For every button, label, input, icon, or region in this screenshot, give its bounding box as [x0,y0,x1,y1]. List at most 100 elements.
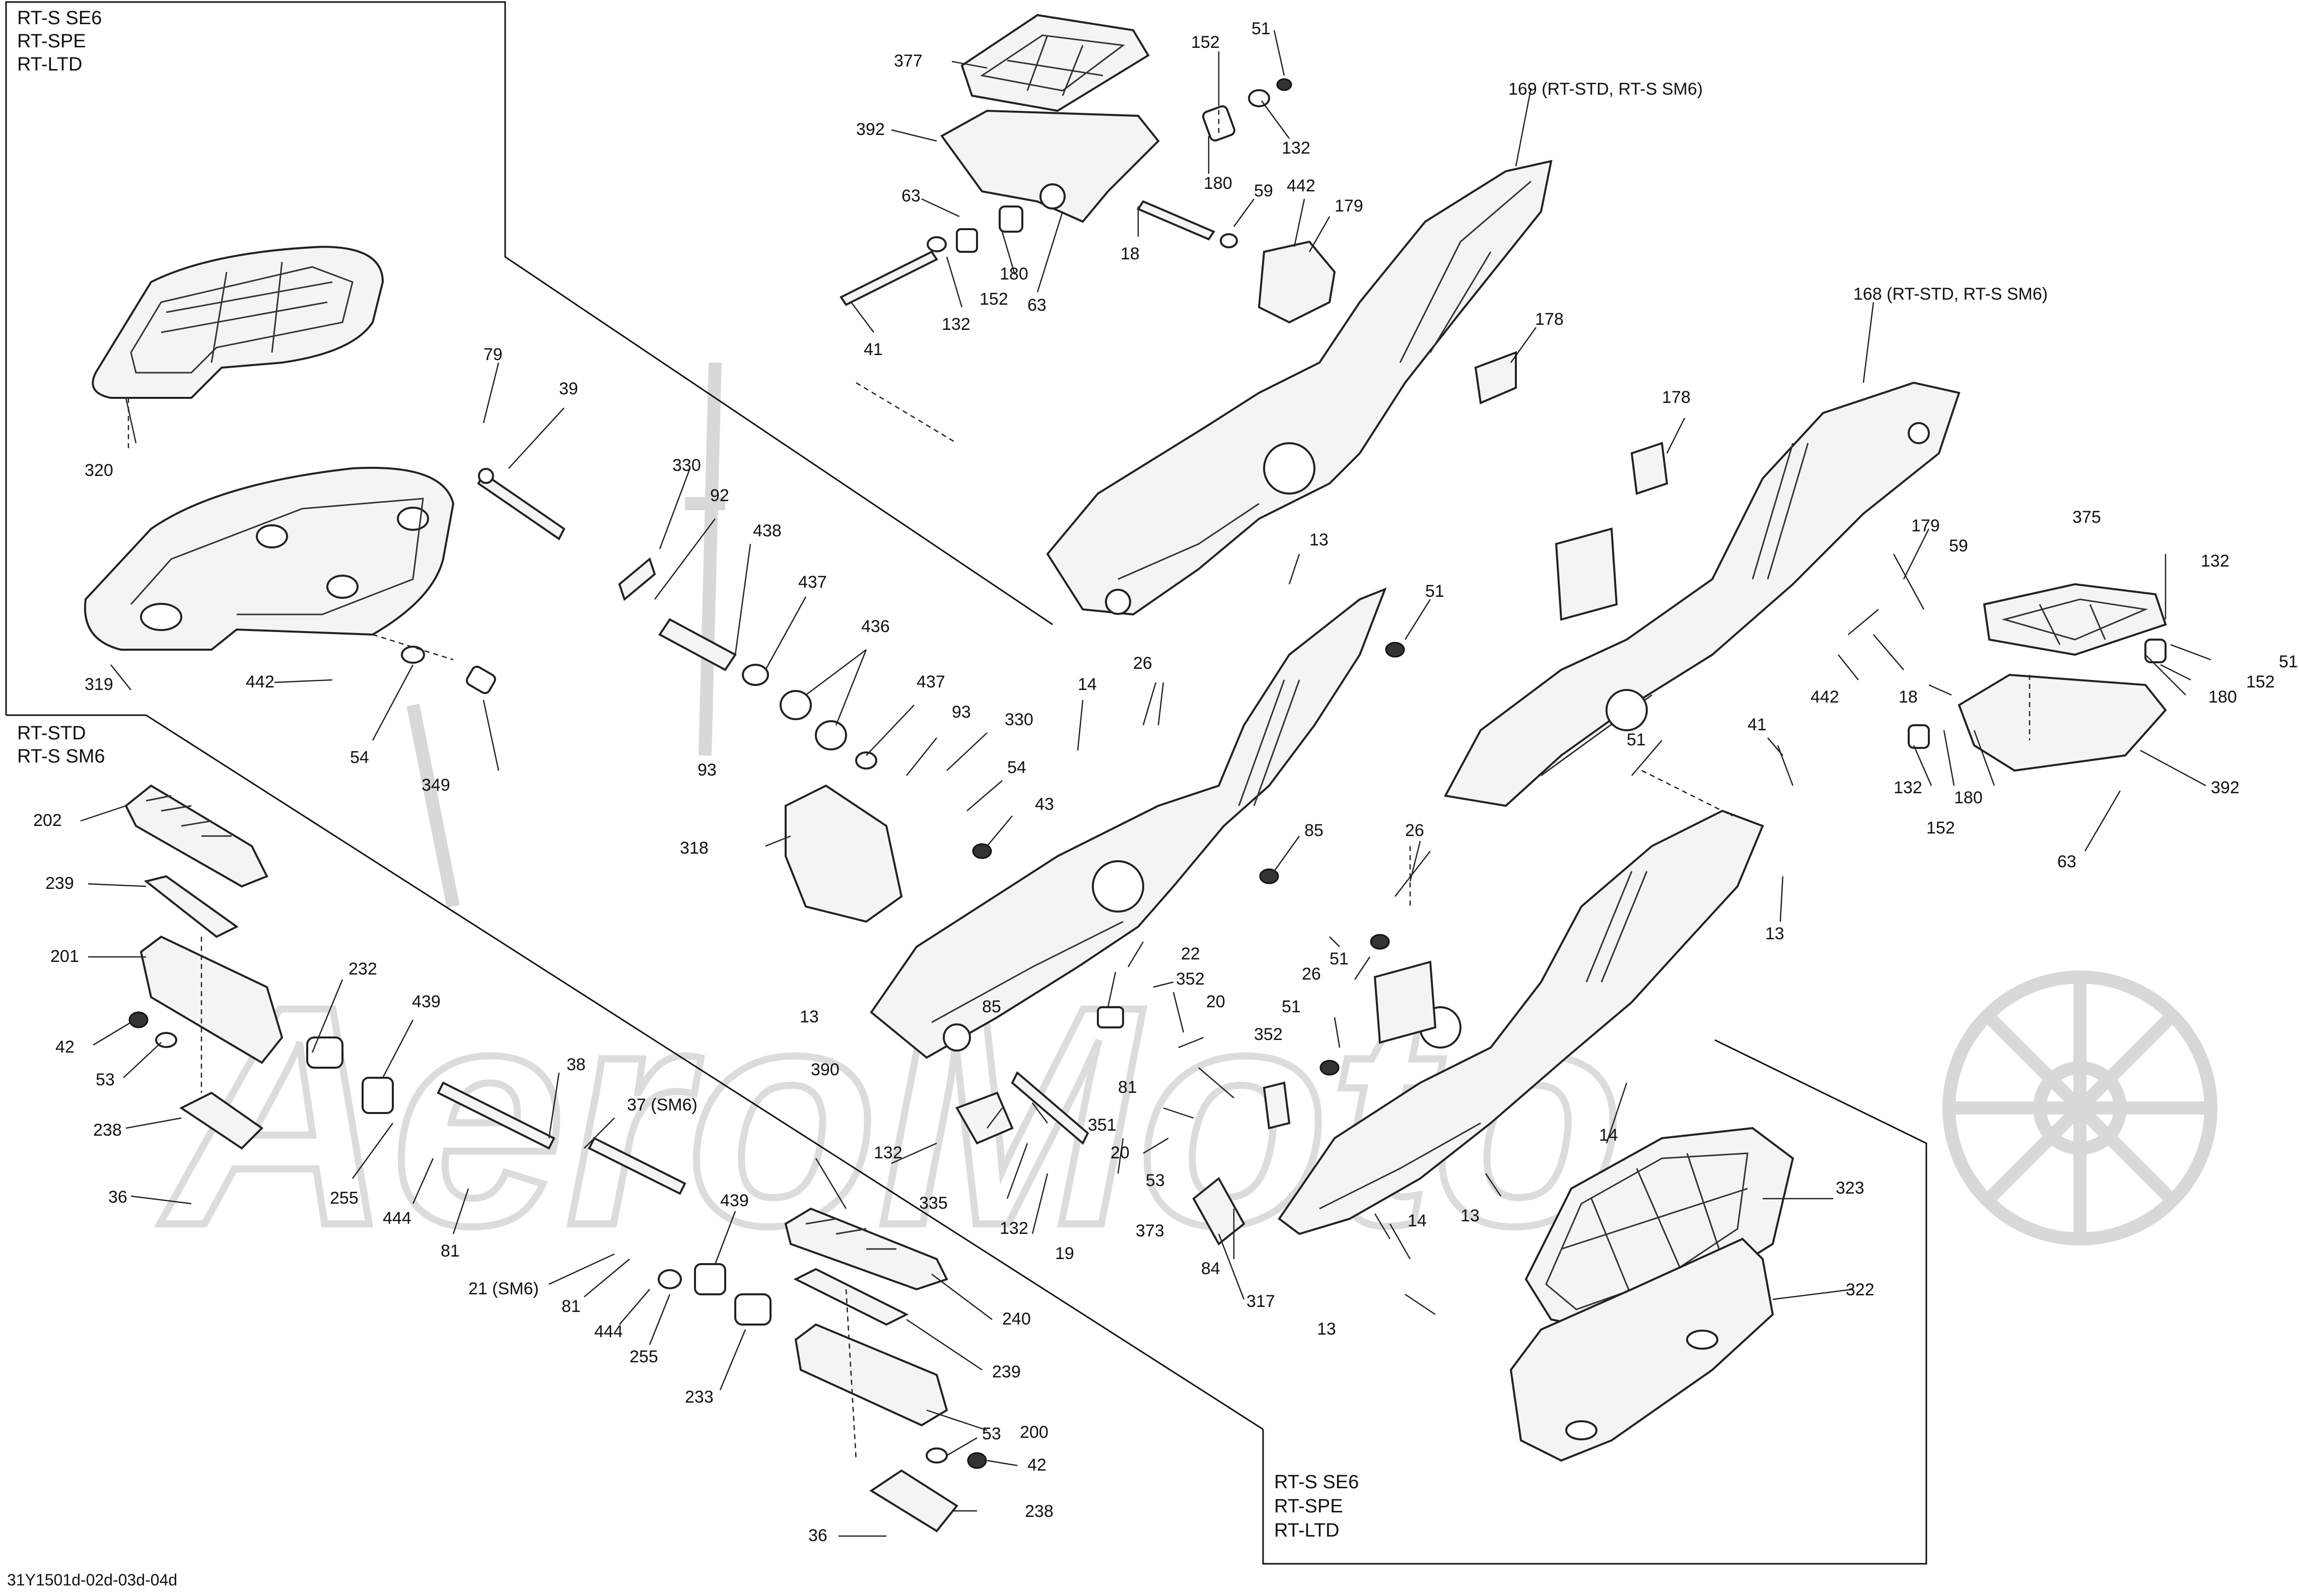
callout: 132 [942,315,970,334]
variant-label: RT-S SE6 [17,8,102,29]
side-plate-168 [1443,381,1961,807]
footpeg-202-201 [124,784,394,1150]
callout: 54 [350,748,369,767]
callout: 26 [1133,654,1152,673]
callout: 85 [1304,821,1323,840]
side-plate-169 [1046,160,1553,616]
callout: 323 [1836,1178,1864,1198]
variant-label: RT-LTD [1274,1520,1340,1541]
callout: 438 [753,521,782,540]
callout: 14 [1408,1211,1427,1230]
callout: 320 [85,461,113,480]
footboard-323-322 [1509,1127,1794,1462]
callout: 14 [1078,675,1097,694]
callout: 437 [917,672,945,691]
side-plate-317b [1278,809,1764,1235]
callout: 93 [698,760,717,780]
callout: 63 [901,186,921,205]
callout: 240 [1002,1309,1031,1329]
callout: 233 [685,1387,714,1407]
callout: 19 [1055,1244,1074,1263]
variant-box-top-left: RT-S SE6 RT-SPE RT-LTD [5,1,1053,716]
callout: 444 [594,1322,623,1341]
footboard-base-319 [84,466,455,651]
callout: 79 [483,345,503,364]
callout: 255 [330,1189,359,1208]
callout: 13 [1460,1206,1480,1225]
callout: 201 [50,947,79,966]
callout: 322 [1846,1280,1874,1299]
callout: 152 [1191,33,1220,52]
callout: 18 [1121,244,1140,263]
callout: 377 [894,51,923,71]
callout: 319 [85,675,113,694]
callout: 36 [108,1188,127,1207]
footboard-pad-320 [92,245,384,399]
hardware-top [840,78,1668,495]
callout: 375 [2072,508,2101,527]
callout: 132 [1894,778,1922,797]
callout: 436 [861,617,890,636]
callout: 202 [33,811,62,830]
callout: 317 [1246,1292,1275,1311]
callout: 81 [562,1297,581,1316]
callout: 53 [982,1424,1001,1443]
callout: 20 [1110,1143,1130,1162]
callout: 442 [1287,176,1315,195]
callout: 54 [1007,758,1026,777]
callout: 132 [2201,551,2230,571]
hardware-center [401,468,1405,1246]
callout: 255 [630,1347,658,1366]
callout: 63 [1027,296,1047,315]
diagram-code: 31Y1501d-02d-03d-04d [7,1571,177,1589]
callout: 179 [1911,516,1940,535]
variant-label: RT-STD [17,723,86,744]
callout: 179 [1335,196,1363,216]
callout: 351 [1088,1116,1117,1135]
callout: 132 [1000,1219,1028,1238]
callout: 42 [55,1037,75,1057]
callout: 53 [96,1070,115,1089]
callout: 152 [980,290,1008,309]
callout: 442 [246,672,274,691]
callout: 51 [1627,730,1646,749]
callout: 330 [672,456,701,475]
callout: 13 [1317,1320,1336,1339]
callout: 84 [1201,1259,1220,1278]
callout: 439 [720,1191,749,1210]
callout: 335 [919,1194,948,1213]
footpeg-240-200 [658,1207,987,1533]
callout: 390 [811,1060,840,1079]
callout: 392 [2211,778,2240,797]
callout: 152 [1926,818,1955,838]
side-plate-317 [870,587,1387,1059]
callout: 59 [1254,181,1273,200]
callout: 26 [1302,964,1321,984]
callout: 85 [982,997,1001,1016]
variant-label: RT-SPE [17,31,86,52]
callout: 349 [422,776,450,795]
callout: 41 [1748,715,1767,734]
callout: 43 [1035,795,1054,814]
callout: 168 (RT-STD, RT-S SM6) [1853,285,2048,304]
callout: 439 [412,992,441,1011]
callout: 232 [349,959,377,979]
callout: 180 [2208,687,2237,707]
callout: 81 [1118,1078,1137,1097]
callout: 132 [1282,138,1310,158]
callout: 18 [1899,687,1918,707]
callout: 22 [1181,944,1200,963]
callout: 93 [952,703,971,722]
callout: 180 [1000,264,1028,284]
leader-lines [80,30,2211,1537]
variant-label: RT-SPE [1274,1496,1343,1517]
callout: 238 [93,1121,122,1140]
callout: 59 [1949,536,1968,556]
callout: 330 [1005,710,1033,729]
callout: 178 [1535,310,1564,329]
callout: 38 [567,1055,586,1074]
callout: 51 [1425,582,1444,601]
callout: 239 [45,874,74,893]
callout: 437 [798,573,827,592]
